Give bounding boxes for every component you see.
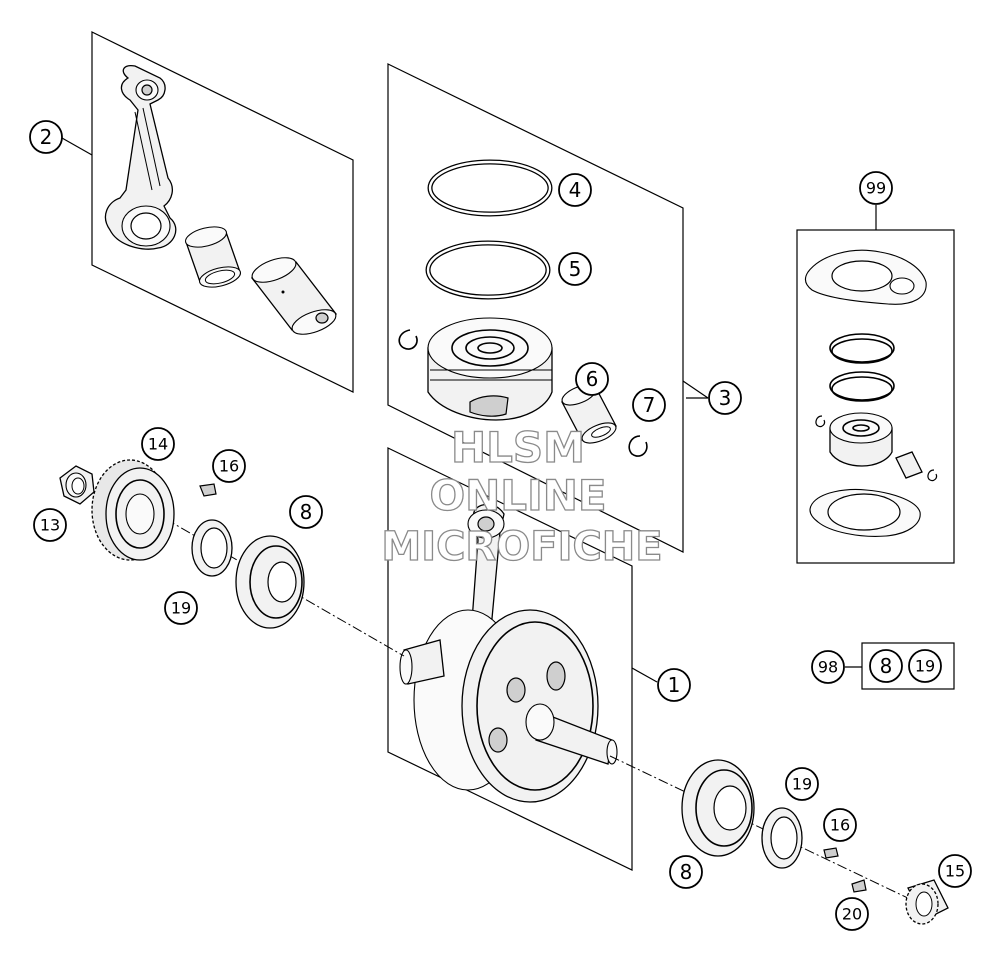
callout-99: 99: [859, 171, 893, 205]
piston-ring-top: [427, 159, 553, 217]
circlip-right: [628, 435, 648, 457]
svg-text:16: 16: [830, 816, 850, 835]
watermark: HLSM ONLINE MICROFICHE: [381, 422, 664, 570]
svg-text:20: 20: [842, 905, 862, 924]
circlip-left: [398, 329, 418, 350]
left-shaft-parts: [59, 459, 405, 657]
seal-part-left: [191, 519, 233, 577]
piston-pin-part: [561, 384, 617, 444]
svg-text:16: 16: [219, 457, 239, 476]
svg-text:8: 8: [880, 654, 893, 678]
crankshaft-part: [399, 503, 618, 803]
svg-text:19: 19: [792, 775, 812, 794]
callout-19-right: 19: [785, 767, 819, 801]
svg-text:19: 19: [915, 657, 935, 676]
svg-text:6: 6: [586, 367, 599, 391]
svg-text:8: 8: [680, 860, 693, 884]
callout-16-left: 16: [212, 449, 246, 483]
piston-part: [427, 317, 553, 421]
callout-98: 98: [811, 650, 845, 684]
svg-text:19: 19: [171, 599, 191, 618]
watermark-line3: MICROFICHE: [381, 524, 662, 570]
callout-16-right: 16: [823, 808, 857, 842]
callout-2: 2: [29, 120, 63, 154]
svg-text:13: 13: [40, 516, 60, 535]
panel-crankshaft: [387, 447, 658, 871]
connecting-rod-part: [104, 65, 177, 250]
svg-text:1: 1: [668, 673, 681, 697]
svg-text:4: 4: [569, 178, 582, 202]
callout-3: 3: [708, 381, 742, 415]
svg-text:5: 5: [569, 257, 582, 281]
pin-part: [250, 257, 338, 335]
key-part-left: [199, 483, 217, 497]
callouts: 2 4 5 6 7 3 99 14 16 13 8 19 1 98 8 19 1…: [29, 120, 972, 931]
callout-8-right: 8: [669, 855, 703, 889]
callout-8-left: 8: [289, 495, 323, 529]
svg-text:99: 99: [866, 179, 886, 198]
watermark-line2: ONLINE: [429, 471, 606, 520]
svg-text:14: 14: [148, 435, 168, 454]
right-shaft-parts: [609, 755, 949, 925]
svg-text:15: 15: [945, 862, 965, 881]
bearing-part-right: [681, 759, 755, 857]
svg-text:98: 98: [818, 658, 838, 677]
bushing-part: [184, 226, 242, 288]
kit-piston-part: [829, 412, 893, 467]
sprocket-part: [905, 879, 949, 925]
callout-15: 15: [938, 854, 972, 888]
callout-19-left: 19: [164, 591, 198, 625]
callout-4: 4: [558, 173, 592, 207]
key-part-right: [823, 847, 839, 859]
head-gasket-part: [804, 249, 927, 305]
gear-part: [91, 459, 175, 561]
callout-13: 13: [33, 508, 67, 542]
callout-7: 7: [632, 388, 666, 422]
panel-connecting-rod: [61, 31, 354, 393]
callout-5: 5: [558, 252, 592, 286]
key-part-20: [851, 879, 867, 893]
piston-ring-bottom: [425, 240, 551, 300]
gasket-kit-box: [796, 205, 955, 564]
callout-20: 20: [835, 897, 869, 931]
callout-6: 6: [575, 362, 609, 396]
watermark-line1: HLSM: [451, 423, 585, 472]
callout-1: 1: [657, 668, 691, 702]
panel-piston: [387, 63, 709, 553]
svg-text:3: 3: [719, 386, 732, 410]
seal-part-right: [761, 807, 803, 869]
svg-text:2: 2: [40, 125, 53, 149]
svg-text:7: 7: [643, 393, 656, 417]
base-gasket-part: [809, 488, 921, 537]
callout-kit98-19: 19: [908, 649, 942, 683]
callout-kit98-8: 8: [869, 649, 903, 683]
nut-part: [59, 465, 95, 505]
callout-14: 14: [141, 427, 175, 461]
bearing-part-left: [235, 535, 305, 629]
svg-text:8: 8: [300, 500, 313, 524]
